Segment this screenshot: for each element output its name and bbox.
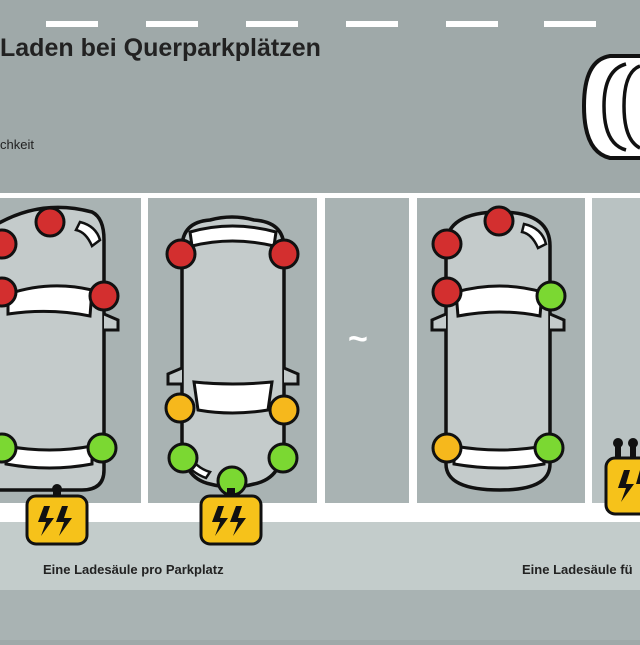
car-2	[166, 215, 300, 489]
car-1-port-6-green	[86, 432, 118, 464]
note-line-1: chkeit	[0, 137, 34, 152]
charging-ports	[0, 205, 567, 497]
car-3	[430, 210, 566, 492]
car-3-port-2-red	[431, 228, 463, 260]
road-lane	[0, 0, 640, 196]
car-1-port-3-red	[0, 276, 18, 308]
caption-right: Eine Ladesäule fü	[522, 562, 633, 577]
caption-left: Eine Ladesäule pro Parkplatz	[43, 562, 224, 577]
car-1-port-4-red	[88, 280, 120, 312]
car-3-port-1-red	[483, 205, 515, 237]
empty-spot-symbol: ~	[348, 320, 368, 358]
sidewalk	[0, 522, 640, 590]
car-2-port-5-green	[167, 442, 199, 474]
car-1-port-5-green	[0, 432, 18, 464]
car-2-port-1-red	[165, 238, 197, 270]
charger-1	[25, 484, 89, 546]
car-1	[0, 205, 120, 492]
charger-3	[604, 438, 640, 516]
bay-separators	[141, 198, 592, 503]
car-3-port-6-green	[533, 432, 565, 464]
parking-boundary-line	[0, 193, 640, 198]
bay-empty	[325, 198, 409, 503]
car-1-port-2-red	[0, 228, 18, 260]
curb	[0, 503, 640, 522]
car-3-port-5-yellow	[431, 432, 463, 464]
car-2-port-3-yellow	[164, 392, 196, 424]
lane-dashes	[46, 21, 596, 27]
lower-strip	[0, 590, 640, 640]
car-1-port-1-red	[34, 206, 66, 238]
car-3-port-3-red	[431, 276, 463, 308]
car-3-port-4-green	[535, 280, 567, 312]
charger-2	[199, 488, 263, 546]
car-2-port-2-red	[268, 238, 300, 270]
diagram-title: Laden bei Querparkplätzen	[0, 34, 321, 62]
car-2-port-4-yellow	[268, 394, 300, 426]
car-2-port-6-green	[267, 442, 299, 474]
car-partial-top-right	[581, 54, 640, 160]
